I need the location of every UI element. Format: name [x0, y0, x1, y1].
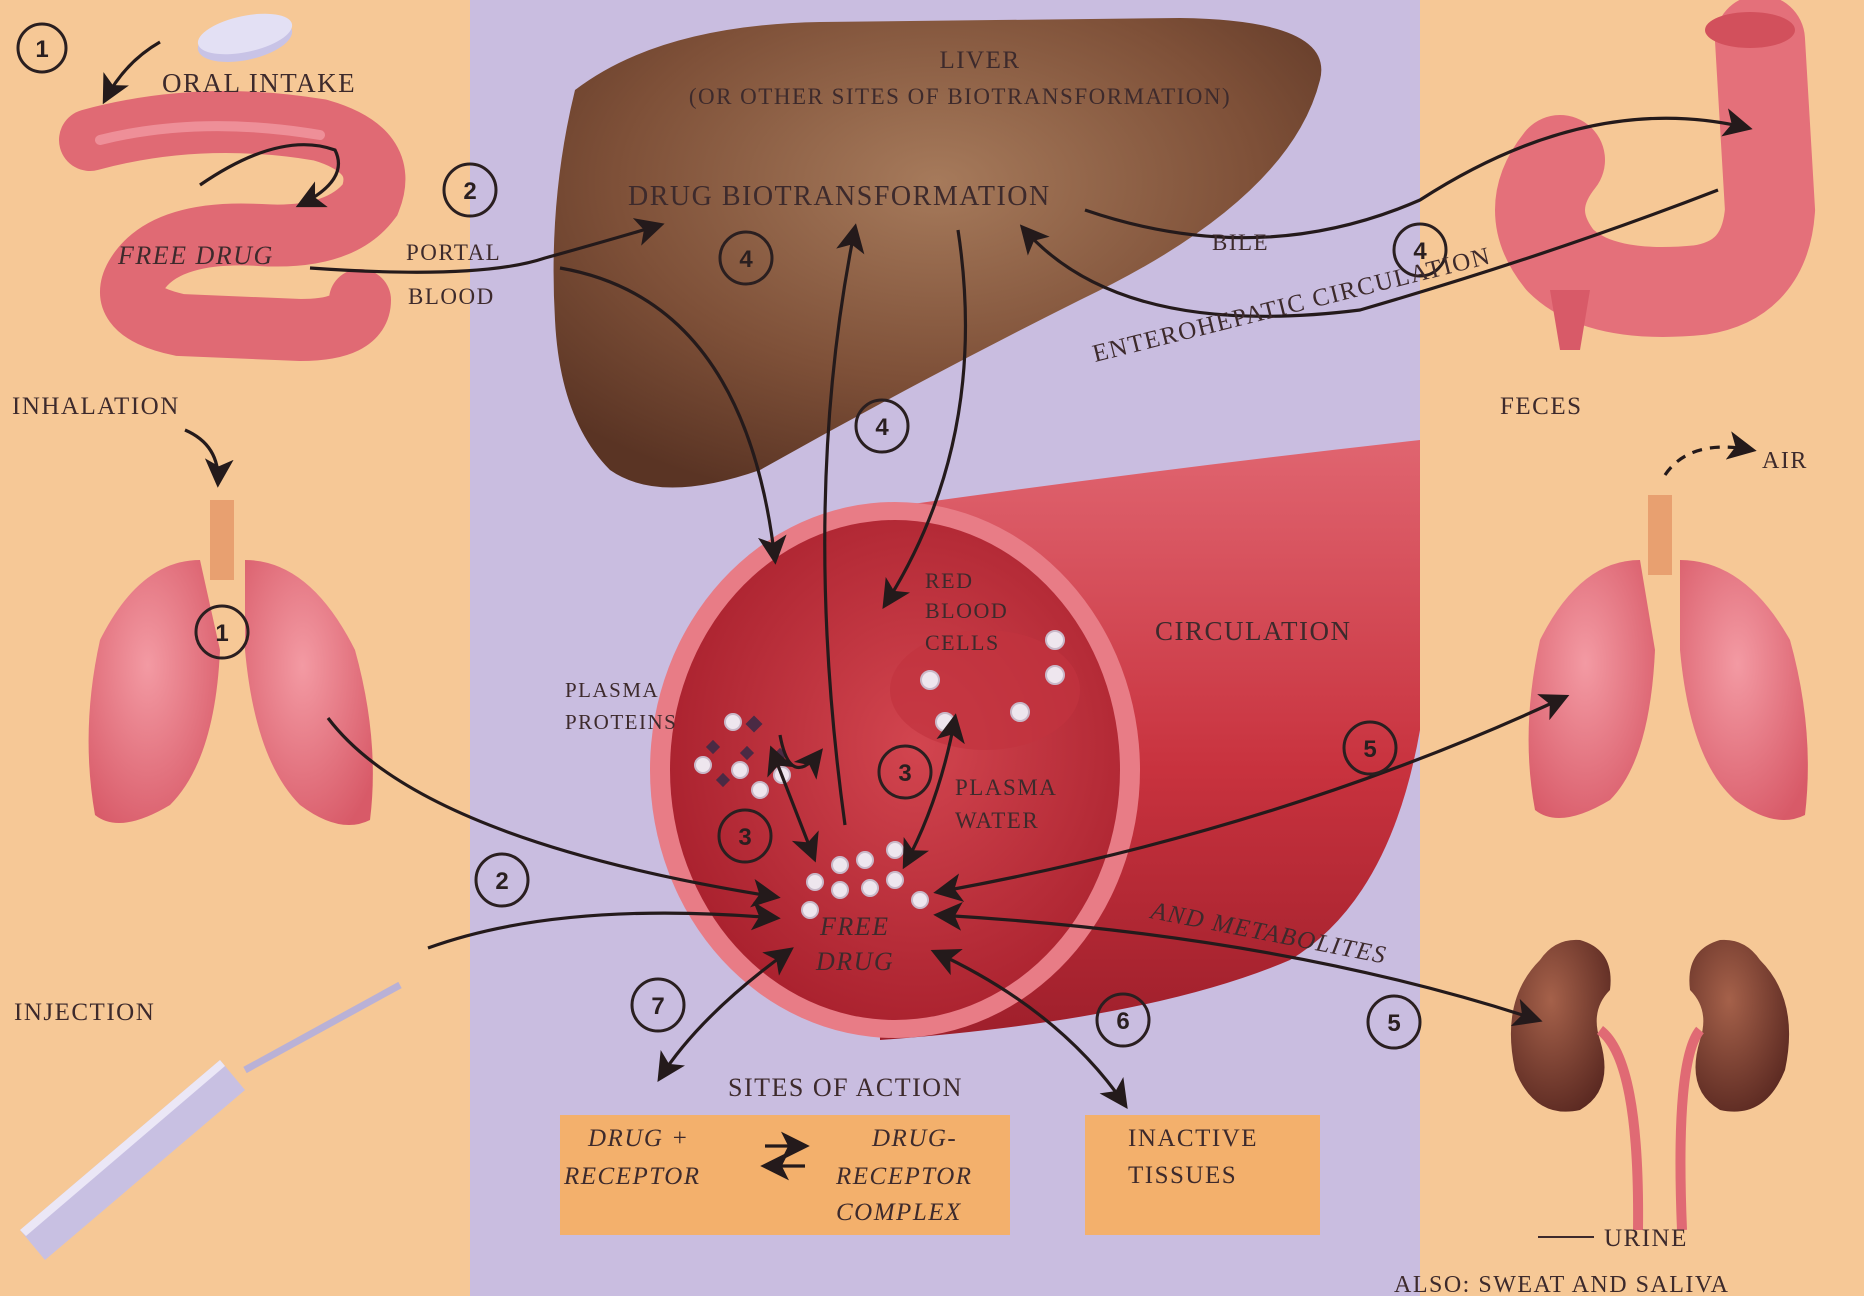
label-bile: BILE	[1212, 230, 1269, 255]
label-feces: FECES	[1500, 393, 1583, 420]
svg-text:5: 5	[1363, 736, 1376, 763]
label-inactive: INACTIVE	[1128, 1125, 1258, 1152]
label-blood-cells-2: CELLS	[925, 630, 1000, 655]
svg-text:1: 1	[35, 36, 48, 63]
label-complex: COMPLEX	[836, 1199, 962, 1226]
label-tissues: TISSUES	[1128, 1162, 1237, 1189]
svg-text:3: 3	[898, 760, 911, 787]
label-portal: PORTAL	[406, 240, 501, 265]
label-circulation: CIRCULATION	[1155, 616, 1352, 646]
label-urine: URINE	[1604, 1225, 1688, 1252]
label-drug-dash: DRUG-	[871, 1125, 957, 1152]
svg-text:4: 4	[875, 414, 889, 441]
label-plasma-water-1: PLASMA	[955, 775, 1057, 800]
svg-text:3: 3	[738, 824, 751, 851]
label-sites-of-action: SITES OF ACTION	[728, 1073, 963, 1102]
label-drug-plus: DRUG +	[587, 1125, 690, 1152]
svg-text:7: 7	[651, 993, 664, 1020]
label-plasma-proteins-1: PLASMA	[565, 678, 659, 702]
svg-text:2: 2	[463, 178, 476, 205]
svg-text:4: 4	[739, 246, 753, 273]
svg-text:5: 5	[1387, 1010, 1400, 1037]
label-blood-cells-1: BLOOD	[925, 598, 1008, 623]
label-free-drug-2: DRUG	[815, 947, 894, 976]
svg-text:6: 6	[1116, 1008, 1129, 1035]
label-air: AIR	[1762, 448, 1808, 474]
label-inhalation: INHALATION	[12, 393, 180, 420]
label-blood: BLOOD	[408, 284, 495, 309]
label-oral-intake: ORAL INTAKE	[162, 68, 356, 98]
label-drug-biotransformation: DRUG BIOTRANSFORMATION	[628, 181, 1051, 212]
label-receptor: RECEPTOR	[563, 1163, 701, 1190]
label-free-drug-gut: FREE DRUG	[117, 241, 274, 270]
svg-text:2: 2	[495, 868, 508, 895]
label-liver: LIVER	[939, 47, 1020, 74]
svg-text:1: 1	[215, 620, 228, 647]
label-also: ALSO: SWEAT AND SALIVA	[1394, 1272, 1729, 1296]
label-free-drug-1: FREE	[819, 912, 890, 941]
label-plasma-water-2: WATER	[955, 808, 1039, 833]
label-red: RED	[925, 568, 974, 593]
label-receptor-2: RECEPTOR	[835, 1163, 973, 1190]
label-liver-sub: (OR OTHER SITES OF BIOTRANSFORMATION)	[689, 84, 1231, 109]
label-plasma-proteins-2: PROTEINS	[565, 710, 677, 734]
label-injection: INJECTION	[14, 999, 155, 1026]
